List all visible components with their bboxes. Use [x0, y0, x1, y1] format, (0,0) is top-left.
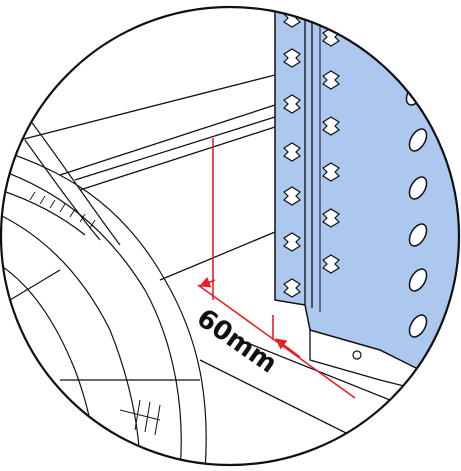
cabinet-interior: [19, 74, 441, 461]
panel-slots-left: [283, 8, 301, 298]
arrow-left: [198, 277, 216, 288]
curved-component: [0, 119, 207, 466]
dimension-annotation: [197, 138, 356, 399]
arrow-right: [275, 338, 301, 358]
dimension-label: 60mm: [191, 303, 282, 379]
detail-circle-outline: [0, 5, 461, 467]
